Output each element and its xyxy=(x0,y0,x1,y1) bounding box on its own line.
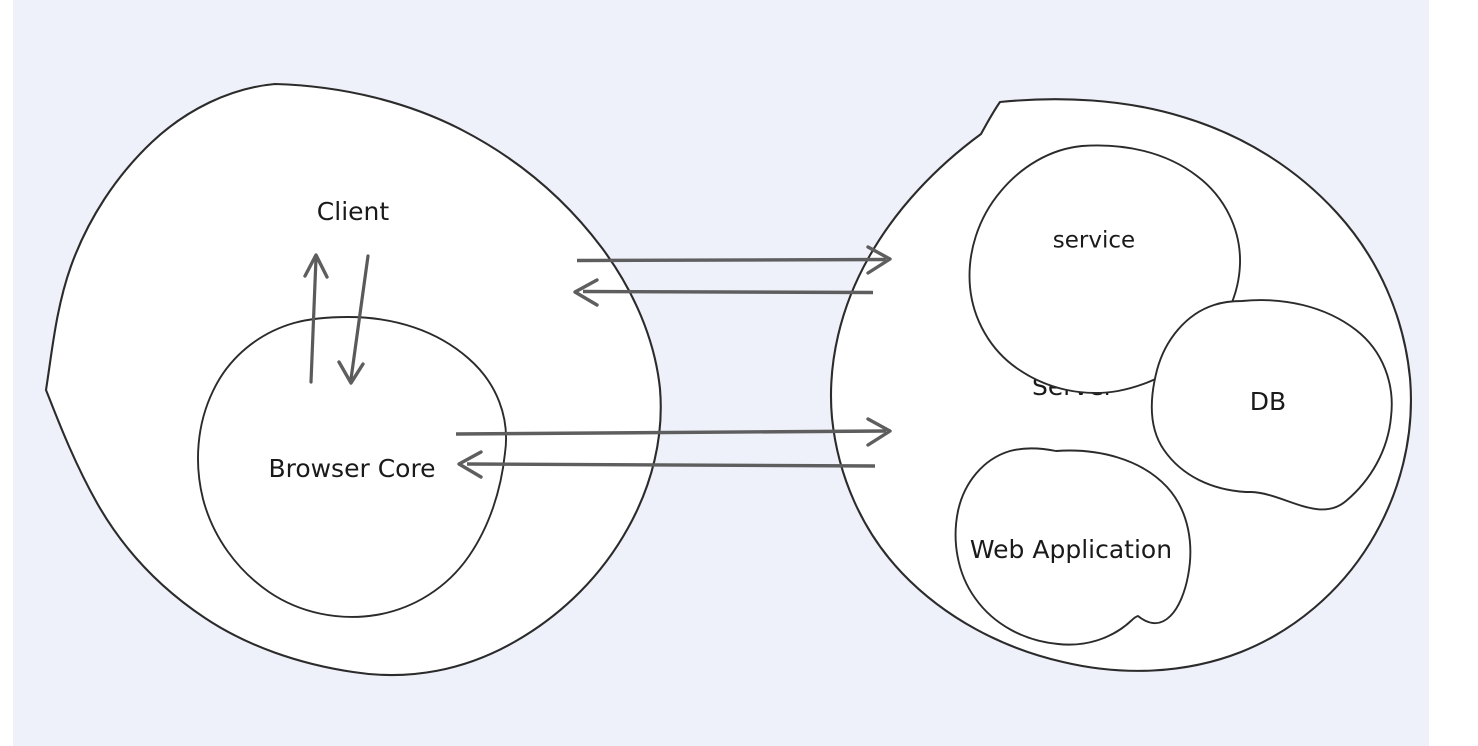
connector-browser-core-up-to-client[interactable] xyxy=(303,253,329,384)
service-label: service xyxy=(1053,228,1135,254)
browser-core-label: Browser Core xyxy=(268,454,435,483)
connector-line xyxy=(455,429,887,436)
db-label: DB xyxy=(1250,387,1286,416)
node-service[interactable]: service xyxy=(968,144,1241,394)
connector-server-to-browser-core-response[interactable] xyxy=(457,450,876,479)
browser-core-blob-outline xyxy=(197,316,507,618)
arrowhead-left-icon xyxy=(573,278,599,307)
connector-line xyxy=(576,257,887,263)
connector-line xyxy=(309,256,318,384)
arrowhead-down-icon xyxy=(337,360,365,385)
client-label: Client xyxy=(317,197,390,226)
node-browser-core[interactable]: Browser Core xyxy=(197,316,507,618)
arrowhead-left-icon xyxy=(457,450,483,479)
connector-client-down-to-browser-core[interactable] xyxy=(337,254,370,385)
connector-client-to-server-request[interactable] xyxy=(576,245,892,275)
arrowhead-up-icon xyxy=(303,253,329,279)
node-db[interactable]: DB xyxy=(1150,299,1393,511)
arrowhead-right-icon xyxy=(866,245,892,275)
connector-line xyxy=(349,254,370,381)
connector-server-to-client-response[interactable] xyxy=(573,278,874,307)
arrowhead-right-icon xyxy=(866,417,892,447)
connector-browser-core-to-server-request[interactable] xyxy=(455,417,892,447)
web-application-label: Web Application xyxy=(970,535,1172,564)
web-application-blob-outline xyxy=(954,447,1192,646)
connector-line xyxy=(466,462,876,468)
connector-line xyxy=(582,289,874,295)
db-blob-outline xyxy=(1150,299,1393,511)
node-web-application[interactable]: Web Application xyxy=(954,447,1192,646)
service-blob-outline xyxy=(968,144,1241,394)
